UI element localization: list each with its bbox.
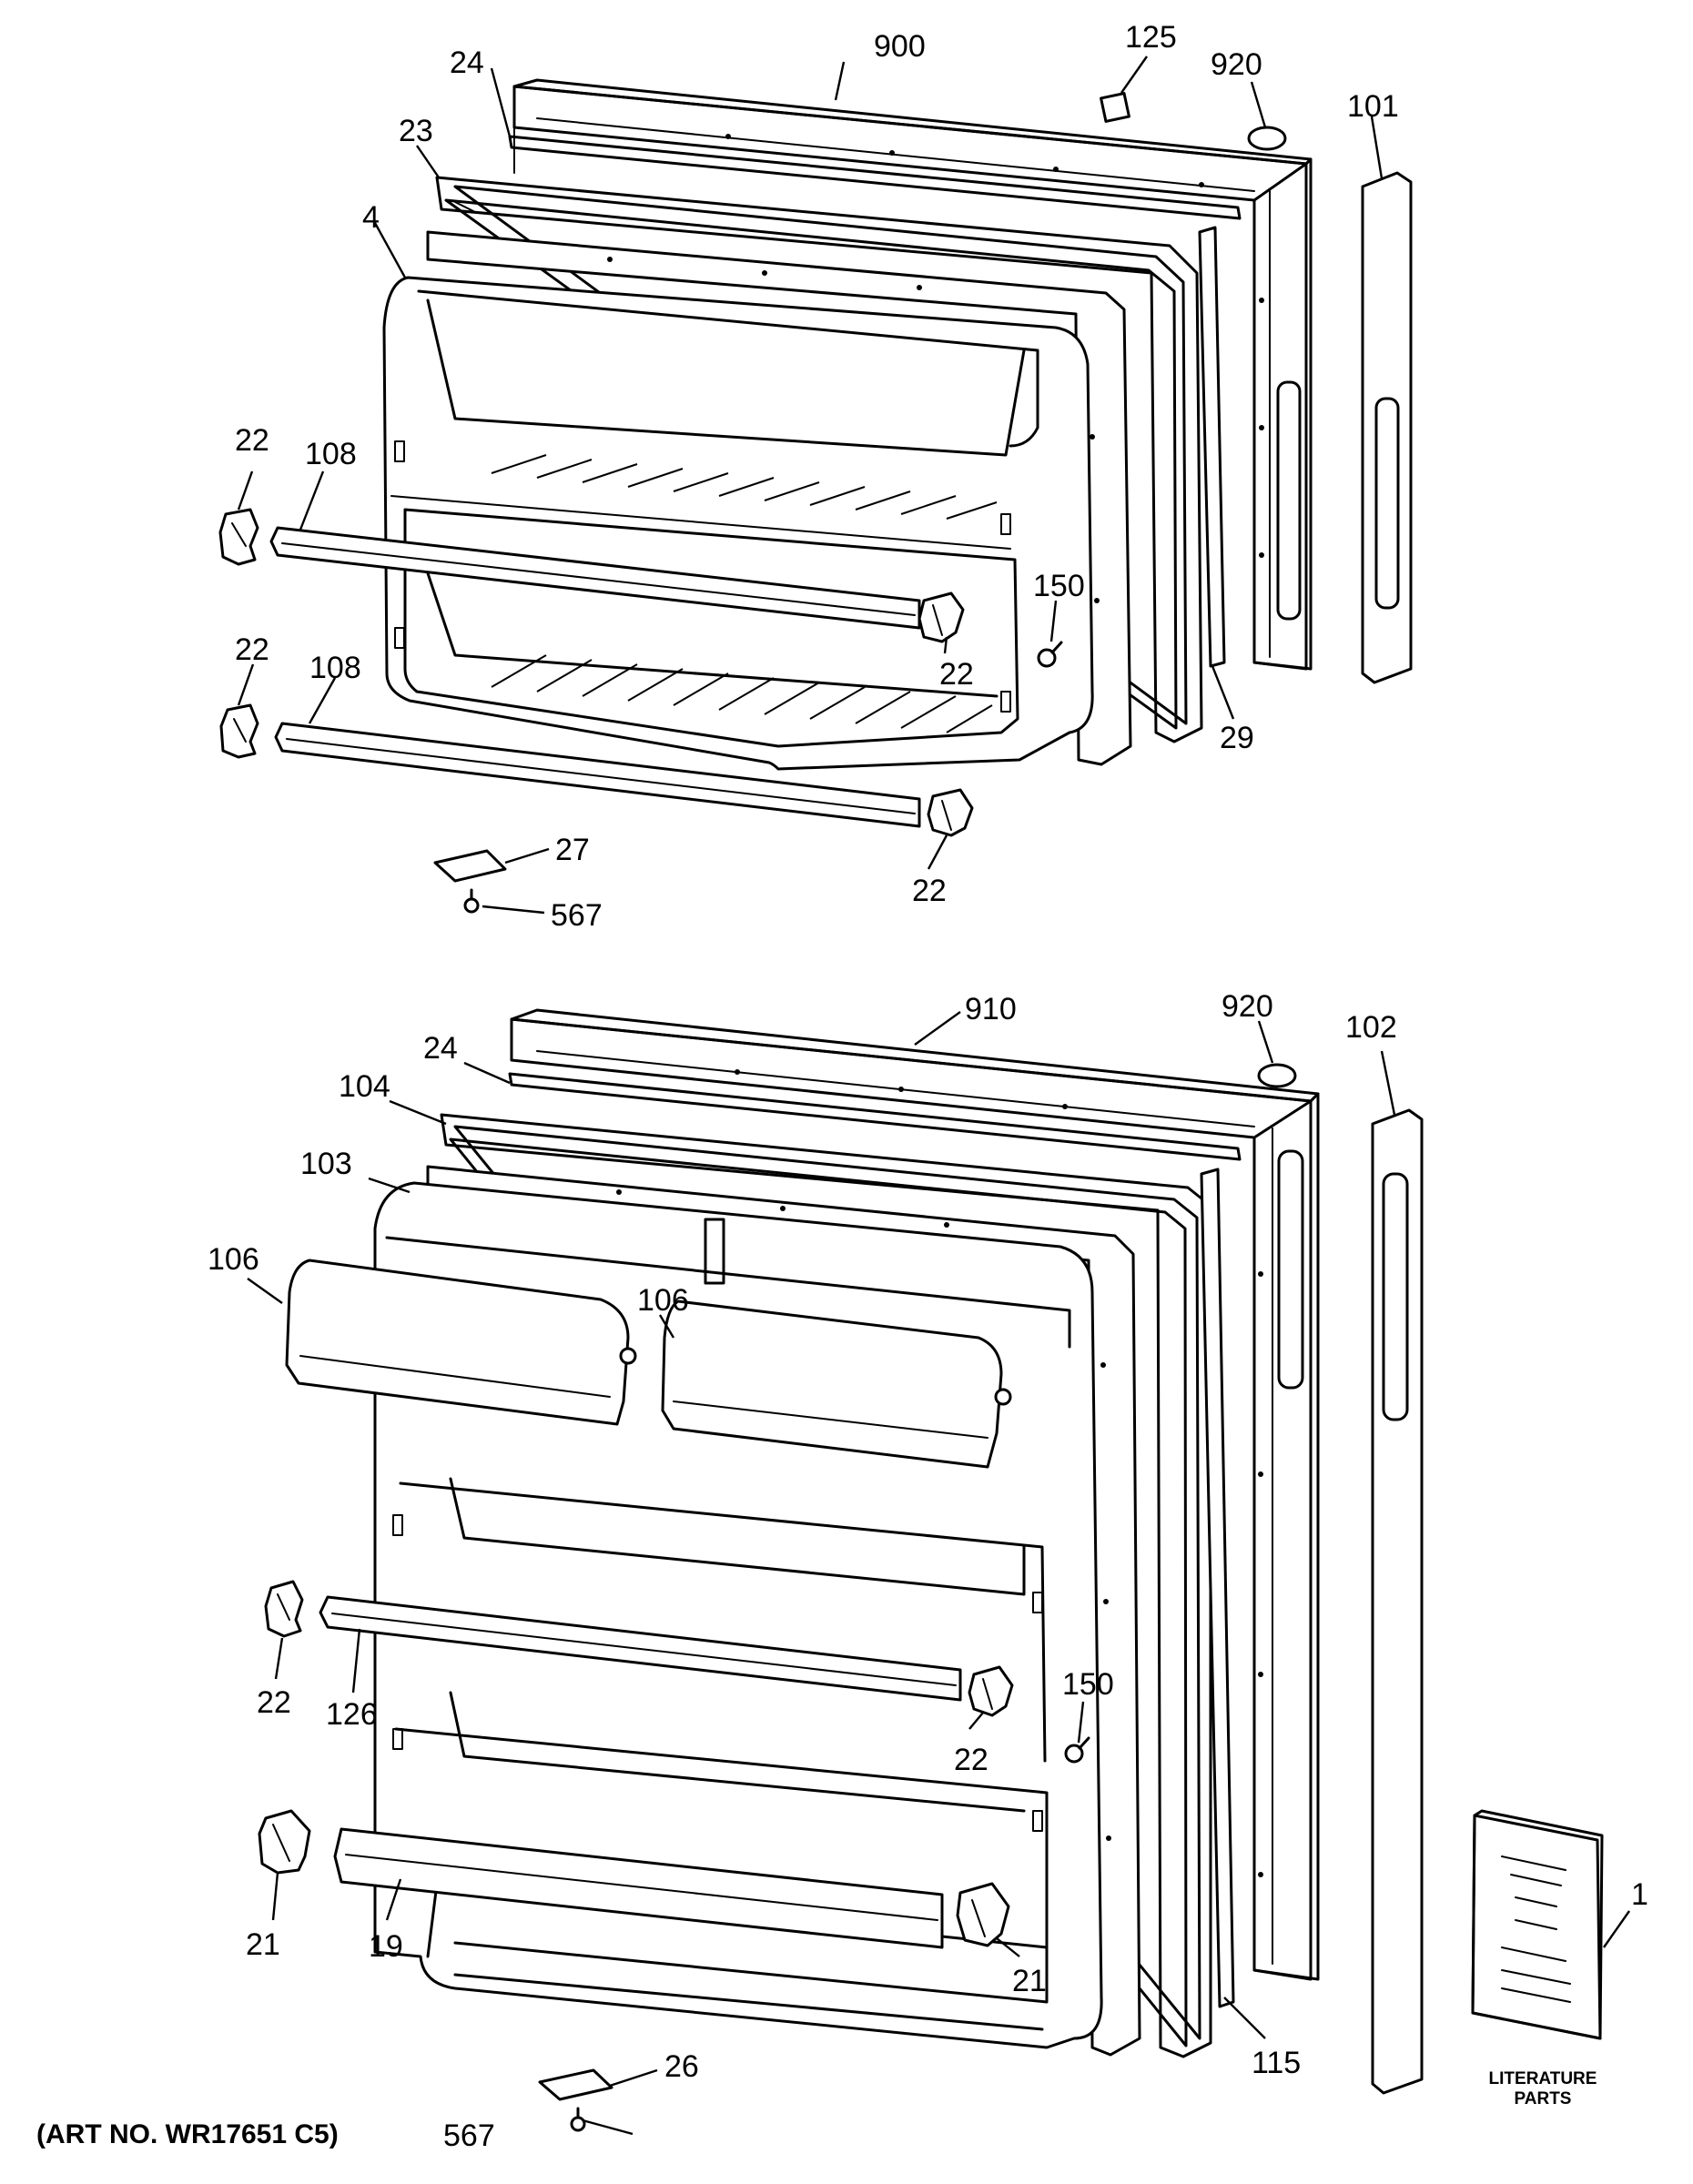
callout-910: 910 (965, 992, 1017, 1026)
callout-101: 101 (1347, 89, 1399, 124)
literature-label-line2: PARTS (1515, 2089, 1572, 2108)
callout-24: 24 (450, 46, 484, 80)
callout-108-upper: 108 (305, 437, 357, 471)
freezer-top-trim (508, 135, 1242, 220)
freezer-shelf-bar-lower (274, 722, 921, 828)
callout-22-fresh-upper-right: 22 (954, 1743, 988, 1777)
freezer-cap-lower-left (219, 703, 259, 759)
callout-24-fresh-food: 24 (423, 1031, 458, 1066)
callout-22-upper-right: 22 (939, 657, 974, 692)
callout-26: 26 (664, 2049, 699, 2084)
callout-125: 125 (1125, 20, 1177, 55)
callout-27: 27 (555, 833, 590, 867)
callout-22-upper-left: 22 (235, 423, 269, 458)
fresh-food-side-trim (1200, 1168, 1235, 2008)
callout-150-fresh-food: 150 (1062, 1667, 1114, 1702)
fresh-food-shelf-bar-upper (319, 1595, 962, 1702)
literature-label-line1: LITERATURE (1489, 2069, 1597, 2088)
freezer-handle (1361, 171, 1413, 684)
callout-108-lower: 108 (309, 651, 361, 685)
fresh-food-dairy-door-right (661, 1299, 1012, 1469)
callout-115: 115 (1252, 2046, 1301, 2080)
freezer-side-trim (1198, 226, 1226, 668)
freezer-cap-lower-right (927, 788, 974, 837)
freezer-door-assembly: 900 24 23 4 125 920 101 22 108 22 150 22… (218, 20, 1413, 933)
callout-106-right: 106 (637, 1283, 689, 1318)
freezer-cap-upper-right (917, 592, 965, 643)
callout-900: 900 (874, 29, 926, 64)
callout-150-freezer: 150 (1033, 569, 1085, 603)
literature-parts: LITERATURE PARTS (1471, 1809, 1604, 2108)
fresh-food-cap-lower-left (258, 1809, 311, 1875)
freezer-hinge-cap (1247, 126, 1287, 151)
callout-4: 4 (362, 200, 380, 235)
callout-22-fresh-upper-left: 22 (257, 1685, 291, 1720)
callout-920-fresh-food: 920 (1222, 989, 1273, 1024)
callout-126: 126 (326, 1697, 378, 1732)
fresh-food-stop (1064, 1736, 1090, 1764)
freezer-door-liner (382, 276, 1094, 771)
freezer-shelf-bar-upper (269, 526, 921, 630)
freezer-cap-upper-left (218, 508, 259, 566)
callout-21-right: 21 (1012, 1964, 1047, 1998)
freezer-inner-panel (426, 230, 1132, 766)
freezer-door-shell (512, 78, 1313, 671)
fresh-food-hinge-cap (1257, 1063, 1297, 1088)
callout-19: 19 (369, 1929, 403, 1964)
callout-104: 104 (339, 1069, 390, 1104)
fresh-food-shelf-bar-lower (333, 1827, 944, 1949)
callout-920-freezer: 920 (1211, 47, 1262, 82)
callout-29: 29 (1220, 721, 1254, 755)
callout-21-left: 21 (246, 1927, 280, 1962)
freezer-plug (1100, 92, 1130, 123)
fresh-food-cap-upper-left (264, 1580, 304, 1638)
callout-567-fresh-food: 567 (443, 2118, 495, 2153)
callout-103: 103 (300, 1147, 352, 1181)
fresh-food-screw (570, 2107, 586, 2132)
fresh-food-door-assembly: LITERATURE PARTS 910 920 102 24 (208, 989, 1648, 2153)
fresh-food-top-trim (508, 1072, 1242, 1161)
freezer-hinge-plate (433, 849, 507, 883)
callout-22-lower-right: 22 (912, 874, 947, 908)
fresh-food-door-shell (510, 1008, 1320, 1981)
callout-102: 102 (1345, 1010, 1397, 1045)
fresh-food-hinge-plate (538, 2068, 613, 2101)
callout-1: 1 (1631, 1877, 1648, 1912)
freezer-screw (463, 888, 480, 914)
fresh-food-dairy-door-left (285, 1259, 637, 1426)
art-number-label: (ART NO. WR17651 C5) (36, 2119, 339, 2149)
callout-106-left: 106 (208, 1242, 259, 1277)
fresh-food-cap-upper-right (968, 1665, 1014, 1717)
callout-23: 23 (399, 114, 433, 148)
freezer-stop (1037, 641, 1063, 668)
callout-567-freezer: 567 (551, 898, 603, 933)
callout-22-lower-left: 22 (235, 632, 269, 667)
fresh-food-cap-lower-right (956, 1882, 1010, 1947)
fresh-food-handle (1371, 1108, 1424, 2095)
